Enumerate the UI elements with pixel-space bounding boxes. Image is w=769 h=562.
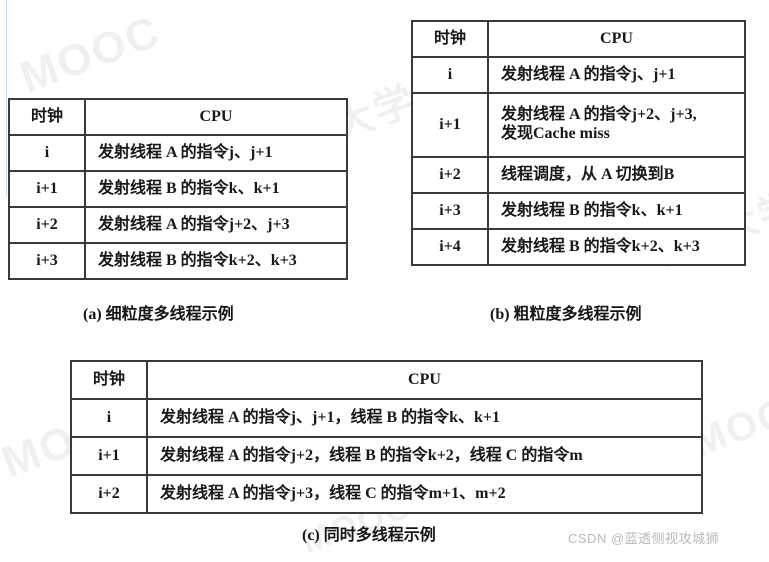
cell-cpu: 发射线程 A 的指令j、j+1 [84,134,348,172]
column-header-clock: 时钟 [8,98,86,136]
table-header-row: 时钟 CPU [411,20,746,58]
column-header-clock: 时钟 [411,20,489,58]
cell-cpu: 发射线程 A 的指令j+2，线程 B 的指令k+2，线程 C 的指令m [146,436,703,476]
table-row: i+2 发射线程 A 的指令j+3，线程 C 的指令m+1、m+2 [70,474,703,514]
column-header-cpu: CPU [487,20,746,58]
table-row: i 发射线程 A 的指令j、j+1，线程 B 的指令k、k+1 [70,398,703,438]
cell-clock: i [411,56,489,94]
table-row: i+2 发射线程 A 的指令j+2、j+3 [8,206,348,244]
caption-simultaneous: (c) 同时多线程示例 [302,527,436,544]
cell-cpu: 发射线程 A 的指令j+2、j+3 [84,206,348,244]
cell-cpu: 发射线程 B 的指令k、k+1 [84,170,348,208]
background-watermark: MOOC [13,6,167,103]
cell-clock: i+1 [411,92,489,158]
cell-cpu: 发射线程 B 的指令k+2、k+3 [487,228,746,266]
column-header-clock: 时钟 [70,360,148,400]
table-fine-grained-multithreading: 时钟 CPU i 发射线程 A 的指令j、j+1 i+1 发射线程 B 的指令k… [8,98,348,280]
table-simultaneous-multithreading: 时钟 CPU i 发射线程 A 的指令j、j+1，线程 B 的指令k、k+1 i… [70,360,703,514]
cell-clock: i+2 [70,474,148,514]
table-row: i+3 发射线程 B 的指令k+2、k+3 [8,242,348,280]
column-header-cpu: CPU [84,98,348,136]
table-row: i+1 发射线程 A 的指令j+2，线程 B 的指令k+2，线程 C 的指令m [70,436,703,476]
cell-cpu: 发射线程 A 的指令j+3，线程 C 的指令m+1、m+2 [146,474,703,514]
cell-clock: i+1 [70,436,148,476]
cell-cpu: 发射线程 B 的指令k、k+1 [487,192,746,230]
column-header-cpu: CPU [146,360,703,400]
cell-cpu: 发射线程 A 的指令j、j+1，线程 B 的指令k、k+1 [146,398,703,438]
table-row: i 发射线程 A 的指令j、j+1 [411,56,746,94]
table-header-row: 时钟 CPU [70,360,703,400]
table-row: i+3 发射线程 B 的指令k、k+1 [411,192,746,230]
cell-clock: i+3 [411,192,489,230]
caption-coarse-grained: (b) 粗粒度多线程示例 [490,306,642,323]
cell-clock: i [8,134,86,172]
cell-clock: i+3 [8,242,86,280]
page-edge-line [6,0,7,196]
cell-clock: i [70,398,148,438]
cell-clock: i+2 [8,206,86,244]
cell-clock: i+2 [411,156,489,194]
table-row: i+1 发射线程 A 的指令j+2、j+3, 发现Cache miss [411,92,746,158]
table-header-row: 时钟 CPU [8,98,348,136]
caption-fine-grained: (a) 细粒度多线程示例 [83,306,234,323]
table-row: i+4 发射线程 B 的指令k+2、k+3 [411,228,746,266]
cell-clock: i+4 [411,228,489,266]
cell-clock: i+1 [8,170,86,208]
table-row: i 发射线程 A 的指令j、j+1 [8,134,348,172]
cell-cpu: 发射线程 B 的指令k+2、k+3 [84,242,348,280]
cell-cpu: 发射线程 A 的指令j、j+1 [487,56,746,94]
table-row: i+1 发射线程 B 的指令k、k+1 [8,170,348,208]
cell-cpu: 发射线程 A 的指令j+2、j+3, 发现Cache miss [487,92,746,158]
csdn-signature-watermark: CSDN @蓝透侧视攻城狮 [568,531,720,546]
table-coarse-grained-multithreading: 时钟 CPU i 发射线程 A 的指令j、j+1 i+1 发射线程 A 的指令j… [411,20,746,266]
cell-cpu: 线程调度，从 A 切换到B [487,156,746,194]
table-row: i+2 线程调度，从 A 切换到B [411,156,746,194]
